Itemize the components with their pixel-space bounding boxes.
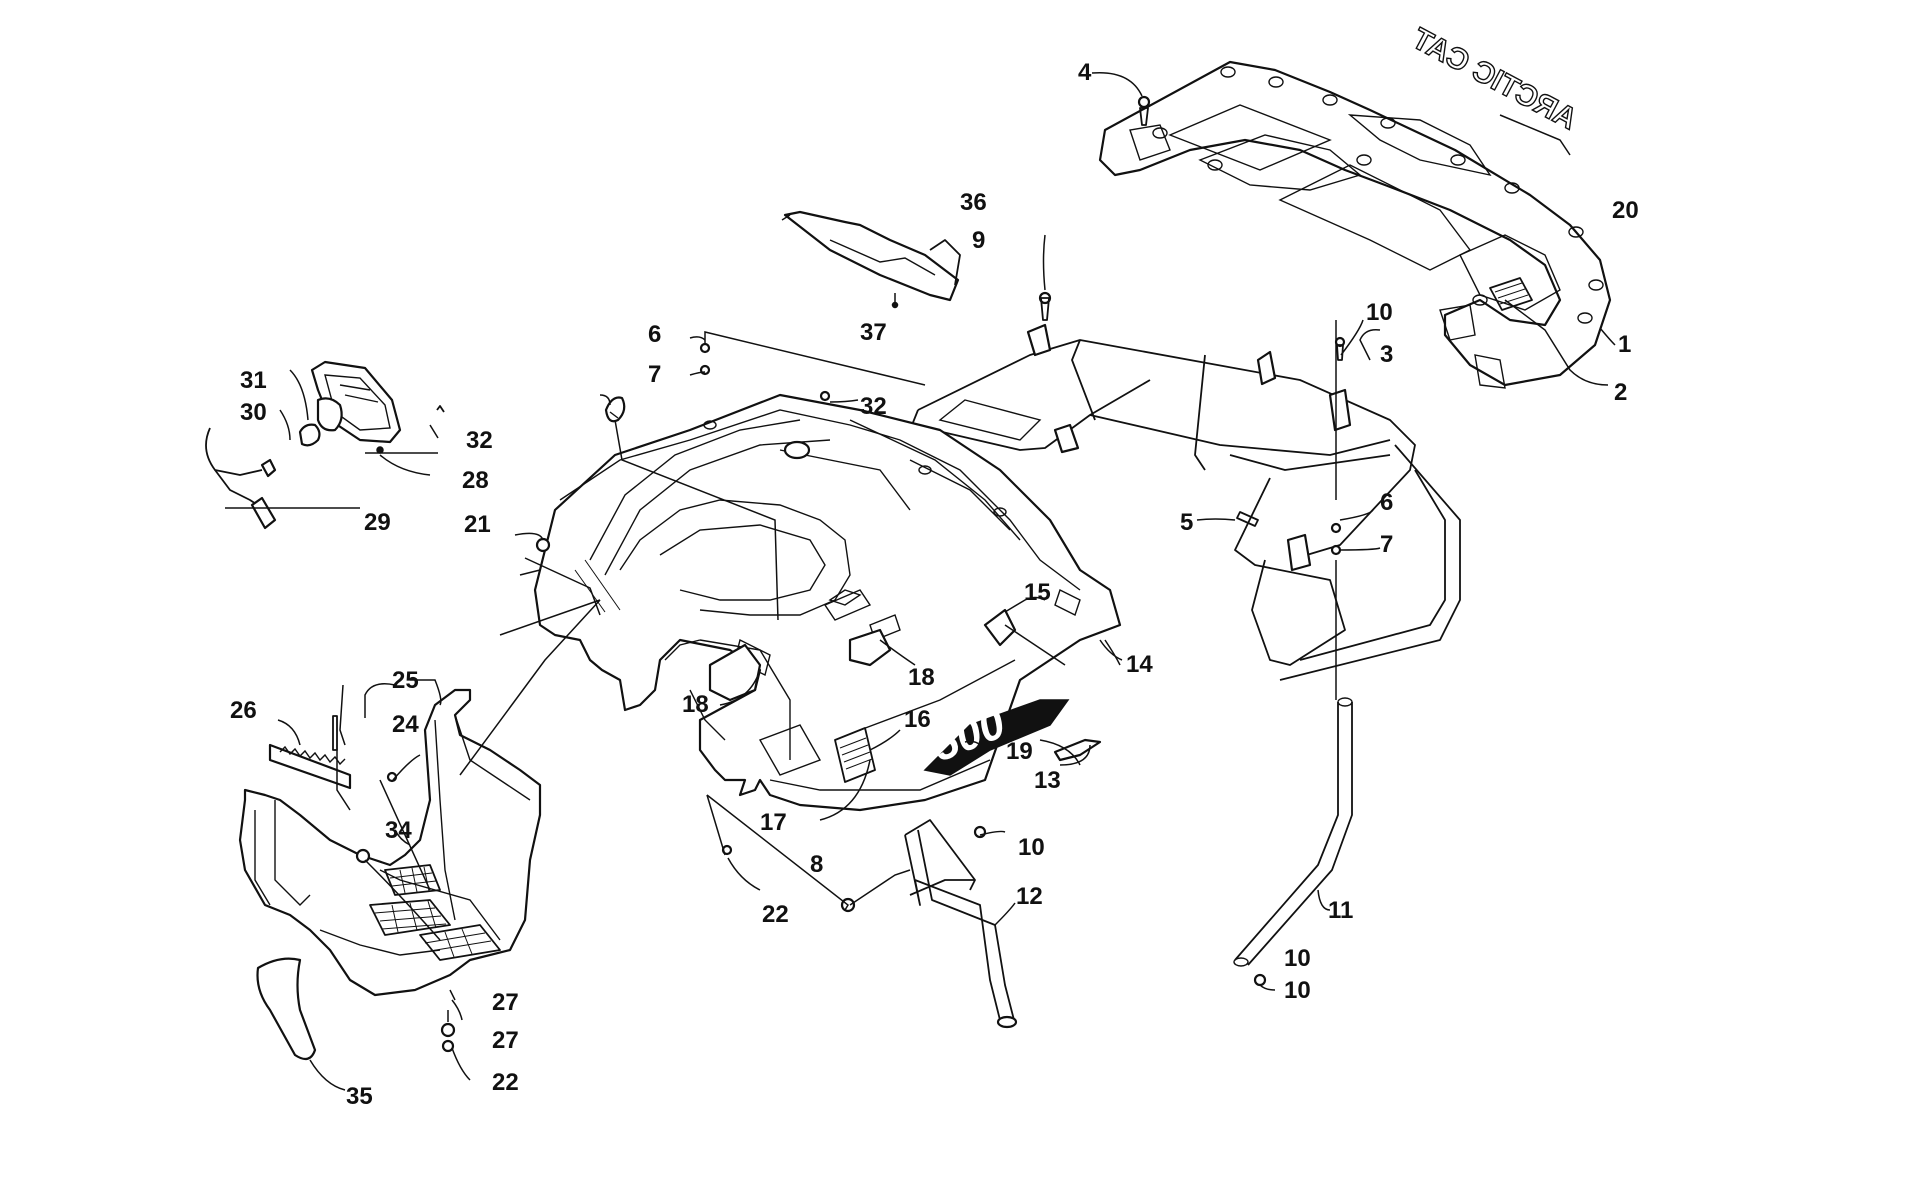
callout-18b: 18 xyxy=(682,691,709,718)
callout-10b: 10 xyxy=(1018,834,1045,861)
callout-1: 1 xyxy=(1618,331,1631,358)
fender-warning-decal xyxy=(834,727,876,783)
callout-32a: 32 xyxy=(860,393,887,420)
hardware-fasteners xyxy=(332,95,1346,1053)
mud-flap-34 xyxy=(256,957,317,1061)
callout-19: 19 xyxy=(1006,738,1033,765)
callout-27: 27 xyxy=(492,1027,519,1054)
callout-6a: 6 xyxy=(648,321,661,348)
callout-18a: 18 xyxy=(908,664,935,691)
callout-26: 27 xyxy=(492,989,519,1016)
rear-rack-part xyxy=(1098,60,1612,389)
callout-7a: 7 xyxy=(648,361,661,388)
footrest-bracket-25 xyxy=(268,743,352,790)
callout-labels: 4 20 1 2 36 9 37 10 3 6 7 32 31 30 32 28… xyxy=(230,59,1639,1110)
callout-2: 2 xyxy=(1614,379,1627,406)
tail-light-assembly xyxy=(205,360,445,530)
fender-support-18 xyxy=(708,628,892,702)
callout-22b: 22 xyxy=(492,1069,519,1096)
storage-cover-35 xyxy=(781,210,961,309)
rack-support-frame xyxy=(911,323,1461,681)
rear-reflector xyxy=(1053,738,1102,762)
support-tube-11 xyxy=(1233,697,1353,967)
callout-34: 35 xyxy=(346,1083,373,1110)
callout-24: 25 xyxy=(392,667,419,694)
callout-30: 30 xyxy=(240,399,267,426)
callout-33: 34 xyxy=(385,817,412,844)
callout-17: 17 xyxy=(760,809,787,836)
callout-11: 11 xyxy=(1328,897,1353,924)
callout-20: 20 xyxy=(1612,197,1639,224)
callout-23: 24 xyxy=(392,711,419,738)
callout-7b: 7 xyxy=(1380,531,1393,558)
callout-4: 4 xyxy=(1078,59,1092,86)
rear-fender-body xyxy=(533,393,1122,812)
arctic-cat-logo-decal: ARCTIC CAT xyxy=(1406,21,1583,137)
support-brace-12 xyxy=(904,819,1018,1029)
callout-31: 31 xyxy=(240,367,267,394)
callout-28: 28 xyxy=(462,467,489,494)
callout-15: 13 xyxy=(1034,767,1061,794)
fender-plug xyxy=(983,608,1017,647)
callout-22a: 21 xyxy=(464,511,491,538)
callout-32b: 32 xyxy=(466,427,493,454)
callout-13: 14 xyxy=(1126,651,1153,678)
callout-9: 9 xyxy=(972,227,985,254)
rack-mounting-holes xyxy=(1152,66,1604,324)
callout-10d: 10 xyxy=(1284,977,1311,1004)
callout-36: 37 xyxy=(860,319,887,346)
callout-35: 36 xyxy=(960,189,987,216)
callout-6b: 6 xyxy=(1380,489,1393,516)
callout-12: 12 xyxy=(1016,883,1043,910)
rack-warning-decal xyxy=(1489,277,1533,311)
callout-10c: 10 xyxy=(1284,945,1311,972)
callout-14: 15 xyxy=(1024,579,1051,606)
svg-text:ARCTIC CAT: ARCTIC CAT xyxy=(1407,22,1582,136)
callout-29: 29 xyxy=(364,509,391,536)
callout-25: 26 xyxy=(230,697,257,724)
callout-16: 16 xyxy=(904,706,931,733)
leader-lines xyxy=(225,71,1616,1091)
callout-5: 5 xyxy=(1180,509,1193,536)
callout-3: 3 xyxy=(1380,341,1393,368)
callout-8: 8 xyxy=(810,851,823,878)
callout-21: 22 xyxy=(762,901,789,928)
callout-10a: 10 xyxy=(1366,299,1393,326)
